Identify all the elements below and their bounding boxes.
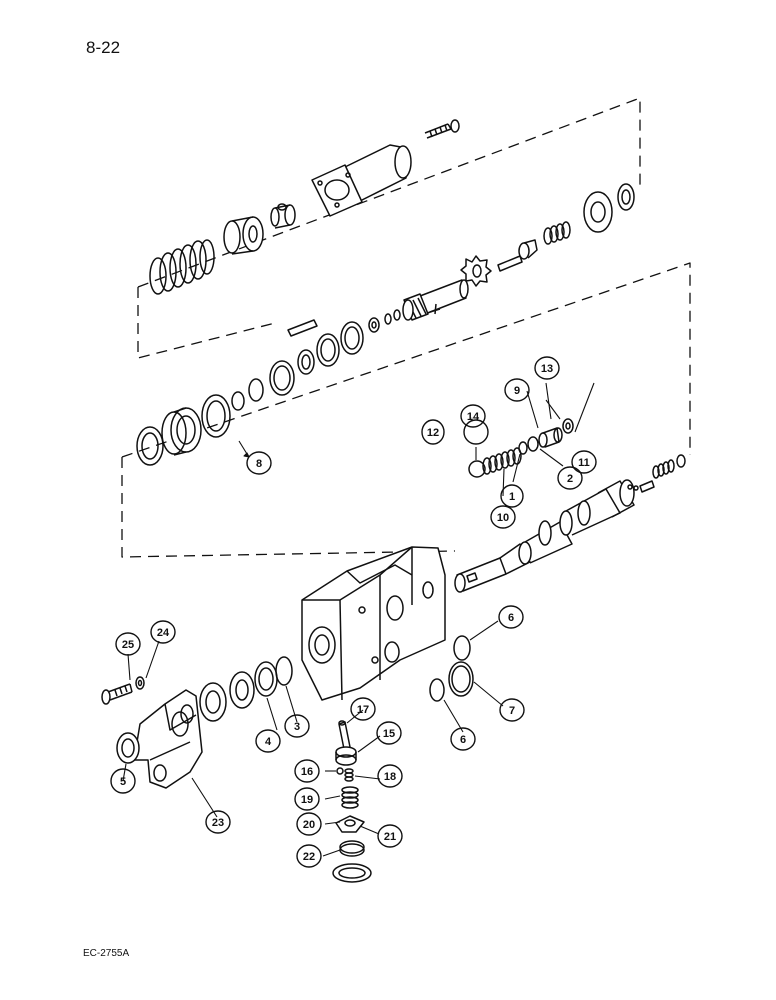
end-cap <box>583 191 613 233</box>
callout-10: 10 <box>497 512 509 524</box>
spring-seat <box>270 203 296 229</box>
callout-12: 12 <box>427 427 439 439</box>
spring-18 <box>344 768 354 782</box>
washer-24 <box>135 676 145 690</box>
callout-23: 23 <box>212 817 224 829</box>
small-spring-lower <box>652 459 675 479</box>
backup-ring <box>368 317 380 333</box>
seal-large-1 <box>340 321 364 355</box>
mounting-bracket <box>133 689 203 789</box>
small-spring-upper <box>543 221 571 245</box>
callout-19: 19 <box>301 794 313 806</box>
cap-screw-25 <box>101 683 133 705</box>
callout-22: 22 <box>303 851 315 863</box>
o-ring-3 <box>275 656 293 686</box>
callout-18: 18 <box>384 771 396 783</box>
seal-left-a <box>229 671 255 709</box>
leader-lines <box>122 382 595 857</box>
o-ring-small-b <box>384 313 392 325</box>
upper-dashed-outline <box>137 97 641 359</box>
large-spring <box>149 239 215 295</box>
callout-13: 13 <box>541 363 553 375</box>
poppet-15 <box>335 746 357 766</box>
seal-left-b <box>199 682 227 722</box>
callout-11: 11 <box>578 457 590 469</box>
callout-7: 7 <box>509 705 515 717</box>
plug-cap <box>332 863 372 883</box>
callout-14: 14 <box>467 411 480 423</box>
snap-ring <box>231 391 245 411</box>
callout-6-lower: 6 <box>460 734 466 746</box>
lower-dashed-outline <box>121 262 691 558</box>
valve-body <box>301 546 446 701</box>
lip-seal <box>136 426 164 466</box>
key-pin <box>287 319 318 337</box>
end-washer <box>676 454 686 468</box>
retainer-21 <box>335 815 365 833</box>
o-ring-7 <box>448 661 474 697</box>
piston <box>161 407 202 456</box>
pin-17 <box>338 720 351 750</box>
spring-19-20 <box>341 786 359 809</box>
callout-2: 2 <box>567 473 573 485</box>
cylinder-housing <box>311 144 412 217</box>
ball-14 <box>468 460 486 478</box>
o-ring-small-a <box>393 309 401 321</box>
callout-3: 3 <box>294 721 300 733</box>
end-seal <box>617 183 635 211</box>
small-ring <box>248 378 264 402</box>
callout-9: 9 <box>514 385 520 397</box>
washer-2 <box>527 436 539 452</box>
ring-12 <box>562 418 574 434</box>
page-number: 8-22 <box>86 38 121 57</box>
sleeve-9 <box>538 427 563 448</box>
o-ring-1 <box>518 441 528 455</box>
star-washer <box>460 255 492 287</box>
seal-large-2 <box>316 333 340 367</box>
callout-25: 25 <box>122 639 134 651</box>
valve-spool <box>454 479 635 593</box>
o-ring-6-lower <box>429 678 445 702</box>
callout-6-upper: 6 <box>508 612 514 624</box>
callout-circles <box>110 356 597 868</box>
ring-8 <box>201 394 231 438</box>
drawing-code: EC-2755A <box>83 948 130 959</box>
seal-4 <box>254 661 278 697</box>
callout-16: 16 <box>301 766 313 778</box>
callout-24: 24 <box>157 627 170 639</box>
callout-20: 20 <box>303 819 315 831</box>
callout-5: 5 <box>120 776 126 788</box>
seal-large-3 <box>269 360 295 396</box>
bushing <box>223 216 264 255</box>
retainer-ring <box>297 349 315 375</box>
callout-17: 17 <box>357 704 369 716</box>
threaded-plug <box>402 279 469 321</box>
seal-22 <box>339 840 365 857</box>
cap-screw-top <box>424 119 460 139</box>
spring-13 <box>482 447 522 475</box>
callout-8: 8 <box>256 458 262 470</box>
ball-16 <box>336 767 344 775</box>
callout-15: 15 <box>383 728 395 740</box>
callout-4: 4 <box>265 736 272 748</box>
plunger-pin <box>497 239 538 272</box>
callout-1: 1 <box>509 491 515 503</box>
o-ring-6-upper <box>453 635 471 661</box>
callout-21: 21 <box>384 831 396 843</box>
spool-pin <box>633 480 655 493</box>
plug-5 <box>116 732 140 764</box>
